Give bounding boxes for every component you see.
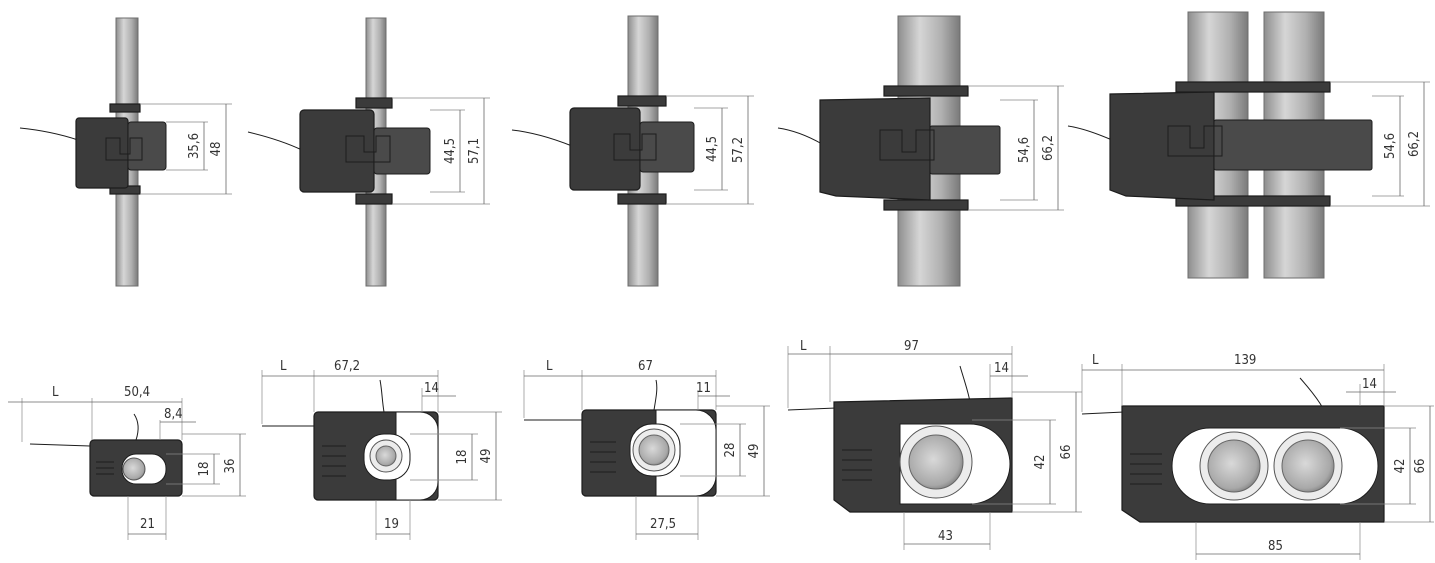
top5-inner: 54,6 xyxy=(1383,133,1398,159)
side4-l: L xyxy=(800,339,807,354)
top3-outer: 57,2 xyxy=(731,137,746,163)
side2-bottom: 19 xyxy=(384,517,399,532)
side5-width: 139 xyxy=(1234,353,1256,368)
top-view-2: 44,5 57,1 xyxy=(247,17,490,287)
side3-height: 49 xyxy=(747,444,762,459)
side4-hole: 42 xyxy=(1033,455,1048,470)
side3-offset: 11 xyxy=(696,381,711,396)
side2-height: 49 xyxy=(479,449,494,464)
top4-inner: 54,6 xyxy=(1017,137,1032,163)
side5-bottom: 85 xyxy=(1268,539,1283,554)
side1-l: L xyxy=(52,385,59,400)
side-view-1: L 50,4 8,4 18 36 21 xyxy=(8,385,246,540)
side2-l: L xyxy=(280,359,287,374)
top2-inner: 44,5 xyxy=(443,138,458,164)
side4-width: 97 xyxy=(904,339,919,354)
top4-outer: 66,2 xyxy=(1041,135,1056,161)
top3-inner: 44,5 xyxy=(705,136,720,162)
side3-hole: 28 xyxy=(723,443,738,458)
top1-inner: 35,6 xyxy=(187,133,202,159)
side1-height: 36 xyxy=(223,459,238,474)
side1-bottom: 21 xyxy=(140,517,155,532)
side4-height: 66 xyxy=(1059,445,1074,460)
side-view-4: L 97 14 42 66 43 xyxy=(787,339,1082,550)
side5-offset: 14 xyxy=(1362,377,1377,392)
side5-l: L xyxy=(1092,353,1099,368)
side3-bottom: 27,5 xyxy=(650,517,676,532)
top-view-5: 54,6 66,2 xyxy=(1067,11,1430,279)
side3-width: 67 xyxy=(638,359,653,374)
top1-outer: 48 xyxy=(209,142,224,157)
side2-width: 67,2 xyxy=(334,359,360,374)
side1-width: 50,4 xyxy=(124,385,150,400)
top-view-3: 44,5 57,2 xyxy=(511,15,754,287)
side-view-3: L 67 11 28 49 27,5 xyxy=(523,359,770,540)
side1-offset: 8,4 xyxy=(164,407,183,422)
side2-hole: 18 xyxy=(455,450,470,465)
top-view-4: 54,6 66,2 xyxy=(777,15,1064,287)
top2-outer: 57,1 xyxy=(467,138,482,164)
side5-hole: 42 xyxy=(1393,459,1408,474)
side-view-5: L 139 14 42 66 85 xyxy=(1081,353,1434,560)
side4-offset: 14 xyxy=(994,361,1009,376)
side4-bottom: 43 xyxy=(938,529,953,544)
side2-offset: 14 xyxy=(424,381,439,396)
side-view-2: L 67,2 14 18 49 19 xyxy=(261,359,502,540)
side5-height: 66 xyxy=(1413,459,1428,474)
top-view-1: 35,6 48 xyxy=(19,17,232,287)
side1-hole: 18 xyxy=(197,462,212,477)
top5-outer: 66,2 xyxy=(1407,131,1422,157)
side3-l: L xyxy=(546,359,553,374)
